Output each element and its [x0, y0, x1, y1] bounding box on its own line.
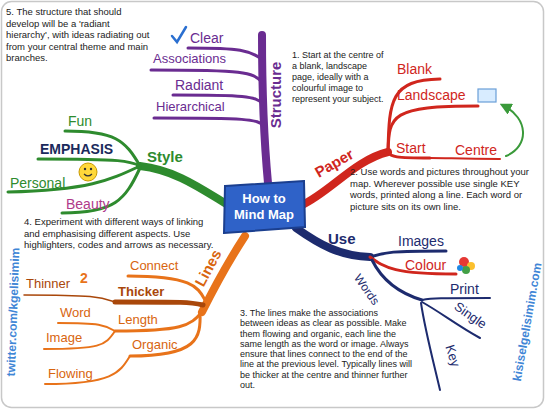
sub-branch [58, 323, 115, 331]
sub-branch [115, 312, 202, 331]
main-branch [262, 35, 268, 183]
branch-word: Colour [405, 257, 446, 273]
green-arrow [504, 106, 523, 156]
branch-label: Structure [267, 62, 284, 129]
branch-word: Personal [10, 175, 65, 191]
branch-word: Thicker [118, 285, 164, 300]
branch-word: Clear [190, 30, 223, 46]
branch-word: Image [46, 331, 82, 346]
branch-word: Images [398, 233, 444, 249]
central-theme: How to Mind Map [222, 180, 306, 234]
branch-word: Thinner [26, 277, 70, 292]
branch-word: Length [118, 313, 158, 328]
sub-branch [44, 331, 115, 349]
branch-word: Key [441, 343, 462, 369]
sub-branch [62, 168, 140, 213]
instruction-note: 4. Experiment with different ways of lin… [24, 216, 214, 251]
branch-word: Blank [397, 61, 432, 77]
branch-word: Connect [130, 259, 178, 274]
branch-word: Hierarchical [156, 100, 225, 115]
branch-word: EMPHASIS [40, 141, 113, 157]
main-branch [140, 166, 228, 205]
sub-branch [24, 295, 115, 302]
watermark: kisiselgelisimim.com [511, 262, 545, 383]
branch-word: Word [60, 306, 91, 321]
sub-branch [8, 166, 140, 192]
branch-word: Start [396, 140, 426, 156]
sub-branch [430, 158, 500, 159]
branch-word: Print [450, 281, 479, 297]
sub-branch [370, 251, 446, 257]
landscape-page-icon [478, 89, 496, 102]
instruction-note: 1. Start at the centre of a blank, lands… [292, 50, 388, 105]
sub-branch [45, 356, 130, 384]
central-title: How to Mind Map [222, 180, 306, 233]
instruction-note: 3. The lines make the associations betwe… [240, 308, 414, 390]
sub-branch [370, 257, 456, 274]
branch-word: 2 [80, 270, 88, 286]
branch-word: Radiant [175, 77, 223, 93]
instruction-note: 2. Use words and pictures throughout you… [350, 166, 540, 212]
watermark: twitter.com/kgelisimim [5, 247, 23, 376]
sub-branch [421, 303, 440, 390]
sub-branch [422, 298, 490, 300]
branch-label: Use [328, 230, 356, 247]
branch-word: Landscape [397, 87, 466, 103]
branch-word: Fun [68, 113, 92, 129]
branch-word: Organic [132, 338, 178, 353]
sub-branch [154, 118, 264, 126]
branch-word: Flowing [48, 367, 93, 382]
main-branch [296, 228, 370, 257]
branch-word: Associations [153, 52, 226, 67]
branch-word: Centre [455, 142, 497, 158]
check-mark [172, 27, 186, 42]
branch-word: Single [451, 300, 489, 333]
sub-branch [115, 302, 203, 305]
instruction-note: 5. The structure that should develop wil… [6, 6, 151, 64]
branch-label: Style [147, 148, 183, 165]
branch-word: Words [350, 272, 381, 308]
colour-icon [457, 257, 475, 274]
branch-word: Beauty [66, 196, 110, 212]
smiley-icon [79, 163, 97, 181]
